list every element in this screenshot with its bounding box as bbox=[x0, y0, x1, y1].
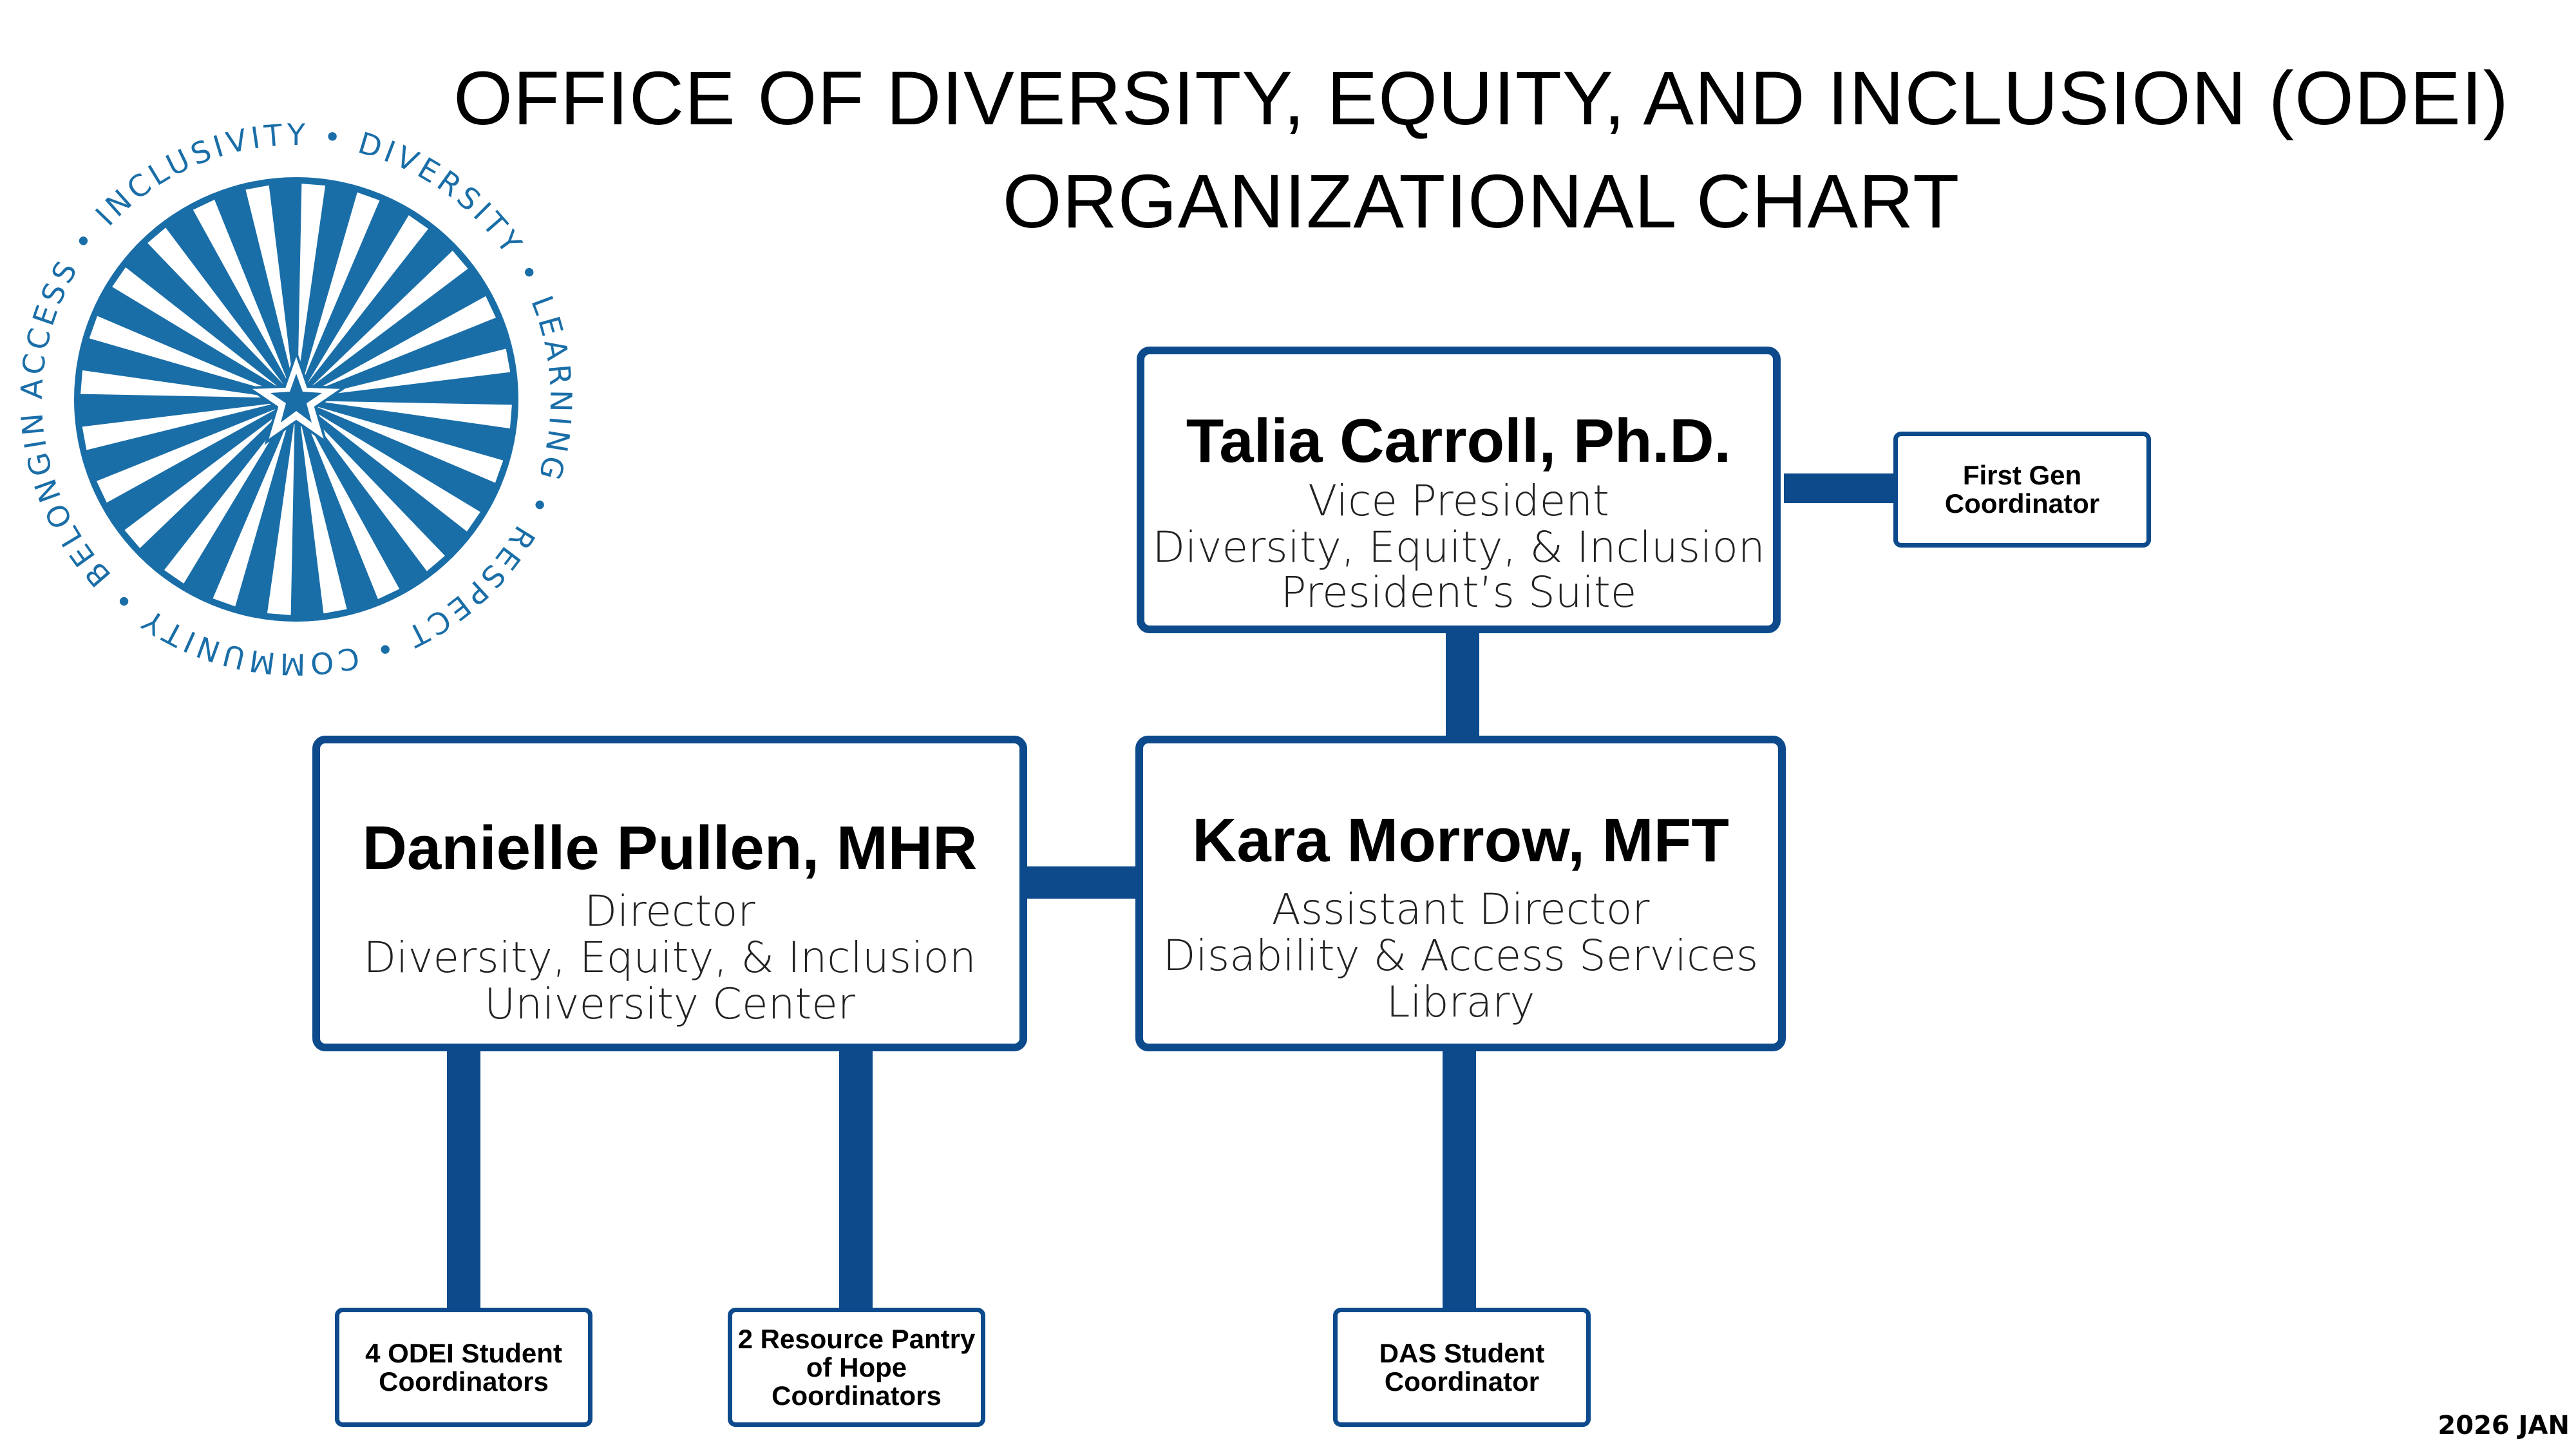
connector-director-to-odei-students bbox=[447, 1047, 480, 1314]
first-gen-coordinator-box: First Gen Coordinator bbox=[1893, 432, 2151, 548]
logo-ray bbox=[312, 410, 480, 532]
vp-box: Talia Carroll, Ph.D. Vice President Dive… bbox=[1137, 347, 1781, 633]
logo-ray bbox=[299, 418, 347, 614]
assistant-director-location: Library bbox=[1386, 977, 1535, 1027]
vp-title: Vice President bbox=[1308, 476, 1609, 526]
logo-ray bbox=[310, 251, 468, 387]
connector-director-to-resource-pantry bbox=[839, 1047, 873, 1314]
assistant-director-title: Assistant Director bbox=[1271, 884, 1650, 934]
logo-ray bbox=[308, 414, 445, 571]
das-student-coordinator-label: DAS Student Coordinator bbox=[1379, 1337, 1545, 1397]
logo-ray bbox=[307, 215, 429, 384]
logo-ray bbox=[245, 185, 293, 381]
logo-ray bbox=[80, 370, 278, 398]
odei-student-coordinators-box: 4 ODEI Student Coordinators bbox=[335, 1308, 592, 1427]
logo-ray bbox=[314, 406, 504, 483]
logo-ray bbox=[147, 227, 284, 385]
logo-ray bbox=[315, 401, 512, 429]
logo-ray bbox=[164, 415, 285, 584]
assistant-director-name: Kara Morrow, MFT bbox=[1192, 806, 1729, 875]
logo-ray bbox=[112, 267, 281, 388]
connector-director-to-assistant-director bbox=[1024, 866, 1143, 899]
logo-ray bbox=[213, 417, 290, 607]
odei-logo: ACCESS • INCLUSIVITY • DIVERSITY • LEARN… bbox=[0, 88, 580, 686]
resource-pantry-coordinators-box: 2 Resource Pantry of Hope Coordinators bbox=[728, 1308, 985, 1427]
logo-ray bbox=[315, 349, 511, 396]
logo-ray bbox=[193, 199, 289, 382]
logo-ray bbox=[303, 192, 380, 381]
chart-title-line-1: OFFICE OF DIVERSITY, EQUITY, AND INCLUSI… bbox=[453, 56, 2509, 141]
vp-department: Diversity, Equity, & Inclusion bbox=[1152, 522, 1765, 572]
logo-ray bbox=[267, 418, 295, 615]
resource-pantry-coordinators-label: 2 Resource Pantry of Hope Coordinators bbox=[737, 1323, 976, 1411]
director-name: Danielle Pullen, MHR bbox=[362, 814, 978, 883]
director-title: Director bbox=[584, 886, 755, 936]
vp-location: President’s Suite bbox=[1280, 568, 1637, 617]
logo-ray bbox=[314, 296, 497, 392]
logo-ray bbox=[96, 407, 279, 503]
das-student-coordinator-box: DAS Student Coordinator bbox=[1333, 1308, 1591, 1427]
date-stamp: 2026 JAN bbox=[2438, 1411, 2570, 1440]
odei-student-coordinators-label: 4 ODEI Student Coordinators bbox=[365, 1337, 562, 1397]
logo-ray bbox=[298, 184, 326, 381]
logo-ray bbox=[82, 403, 278, 450]
director-department: Diversity, Equity, & Inclusion bbox=[363, 933, 976, 982]
director-location: University Center bbox=[484, 979, 856, 1029]
starburst-star-icon: ACCESS • INCLUSIVITY • DIVERSITY • LEARN… bbox=[0, 88, 574, 682]
logo-ray bbox=[89, 316, 278, 393]
connector-assistant-director-to-das-student bbox=[1443, 1047, 1476, 1314]
chart-title-line-2: ORGANIZATIONAL CHART bbox=[1002, 159, 1960, 244]
connector-vp-to-first-gen bbox=[1784, 473, 1900, 503]
assistant-director-box: Kara Morrow, MFT Assistant Director Disa… bbox=[1135, 736, 1786, 1051]
first-gen-coordinator-label: First Gen Coordinator bbox=[1944, 460, 2100, 519]
connector-vp-to-assistant-director bbox=[1446, 628, 1479, 741]
logo-ray bbox=[124, 412, 282, 548]
vp-name: Talia Carroll, Ph.D. bbox=[1186, 406, 1732, 475]
director-box: Danielle Pullen, MHR Director Diversity,… bbox=[312, 736, 1027, 1051]
logo-ray bbox=[304, 417, 400, 600]
assistant-director-department: Disability & Access Services bbox=[1162, 931, 1759, 980]
